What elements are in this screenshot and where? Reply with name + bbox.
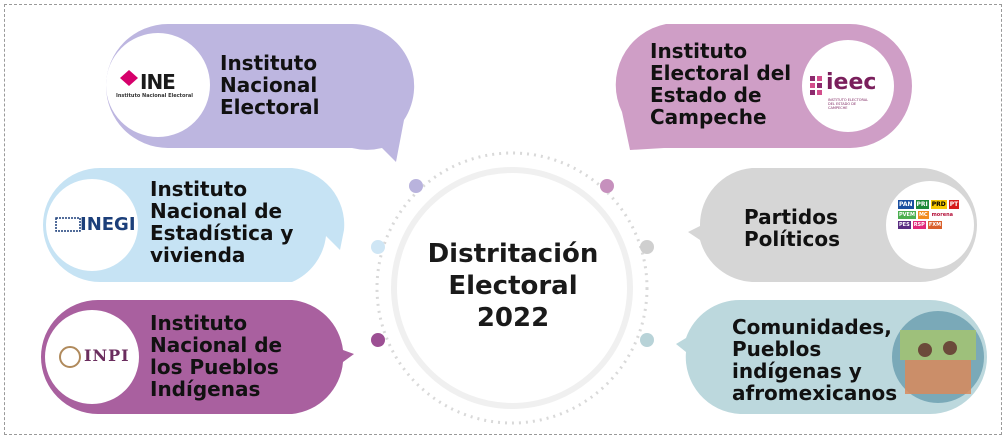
center-title: Distritación Electoral 2022 (412, 238, 614, 334)
ieec-line: Instituto (650, 39, 748, 63)
ieec-logo-mark (817, 76, 822, 81)
inpi-label: Instituto Nacional de los Pueblos Indíge… (150, 312, 282, 400)
dot-partidos (640, 240, 654, 254)
partidos-label: Partidos Políticos (744, 206, 840, 250)
photo-people (905, 360, 971, 394)
ine-logo-subtext: Instituto Nacional Electoral (116, 93, 193, 99)
party-logos: PAN PRI PRD PT PVEM MC morena PES RSP FX… (898, 200, 964, 229)
inegi-logo-text: INEGI (80, 214, 136, 235)
inpi-line: Indígenas (150, 377, 261, 401)
center-ring (375, 151, 649, 425)
party-logo-pes: PES (898, 221, 911, 229)
dot-ine (409, 179, 423, 193)
inpi-logo-text: INPI (84, 346, 130, 365)
dot-ieec (600, 179, 614, 193)
partidos-line: Políticos (744, 227, 841, 251)
photo-figure (918, 343, 932, 357)
ine-logo-mark (120, 70, 138, 86)
ieec-label: Instituto Electoral del Estado de Campec… (650, 40, 791, 128)
ine-logo-text: INE (140, 70, 176, 94)
comunidades-line: afromexicanos (732, 381, 898, 405)
photo-figure (943, 341, 957, 355)
inegi-line: Nacional de (150, 199, 283, 223)
party-logo-pan: PAN (898, 200, 914, 209)
inegi-label: Instituto Nacional de Estadística y vivi… (150, 178, 293, 266)
comunidades-line: Comunidades, (732, 315, 892, 339)
dot-comunidades (640, 333, 654, 347)
ieec-line: Electoral del (650, 61, 792, 85)
diagram-frame (4, 4, 1002, 435)
party-logo-pt: PT (948, 200, 960, 209)
ieec-line: Estado de (650, 83, 762, 107)
inpi-line: los Pueblos (150, 355, 279, 379)
inpi-logo-circle (45, 310, 139, 404)
party-logo-prd: PRD (930, 200, 947, 209)
ine-line: Instituto (220, 51, 318, 75)
ieec-logo-mark (810, 83, 815, 88)
inpi-line: Instituto (150, 311, 248, 335)
center-line: Distritación (427, 239, 599, 269)
ieec-line: Campeche (650, 105, 767, 129)
comunidades-line: Pueblos (732, 337, 822, 361)
center-line: Electoral (448, 271, 578, 301)
party-logo-morena: morena (931, 212, 954, 218)
ieec-logo-text: ieec (826, 70, 877, 95)
inegi-logo-mark (55, 217, 81, 232)
inegi-logo-circle (46, 179, 138, 271)
ieec-logo-subtext: INSTITUTO ELECTORAL DEL ESTADO DE CAMPEC… (828, 98, 869, 110)
photo-foliage (900, 330, 976, 360)
comunidades-line: indígenas y (732, 359, 862, 383)
ieec-logo-circle (802, 40, 894, 132)
ine-logo-circle (106, 33, 210, 137)
dot-inegi (371, 240, 385, 254)
party-logo-fxm: FXM (927, 221, 943, 229)
party-logo-pri: PRI (915, 200, 929, 209)
partidos-line: Partidos (744, 205, 838, 229)
inegi-line: Instituto (150, 177, 248, 201)
party-logo-pvem: PVEM (898, 211, 916, 219)
ieec-logo-mark (810, 90, 815, 95)
ine-line: Nacional (220, 73, 318, 97)
comunidades-label: Comunidades, Pueblos indígenas y afromex… (732, 316, 897, 404)
center-line: 2022 (476, 303, 550, 333)
center-circle (391, 167, 633, 409)
ine-line: Electoral (220, 95, 320, 119)
party-logo-mc: MC (917, 211, 929, 219)
ieec-logo-mark (810, 76, 815, 81)
dot-inpi (371, 333, 385, 347)
ine-label: Instituto Nacional Electoral (220, 52, 319, 118)
party-logo-rsp: RSP (912, 221, 926, 229)
inegi-line: vivienda (150, 243, 246, 267)
inegi-line: Estadística y (150, 221, 294, 245)
ieec-logo-mark (817, 83, 822, 88)
ieec-logo-mark (817, 90, 822, 95)
inpi-emblem (59, 346, 81, 368)
inpi-line: Nacional de (150, 333, 283, 357)
